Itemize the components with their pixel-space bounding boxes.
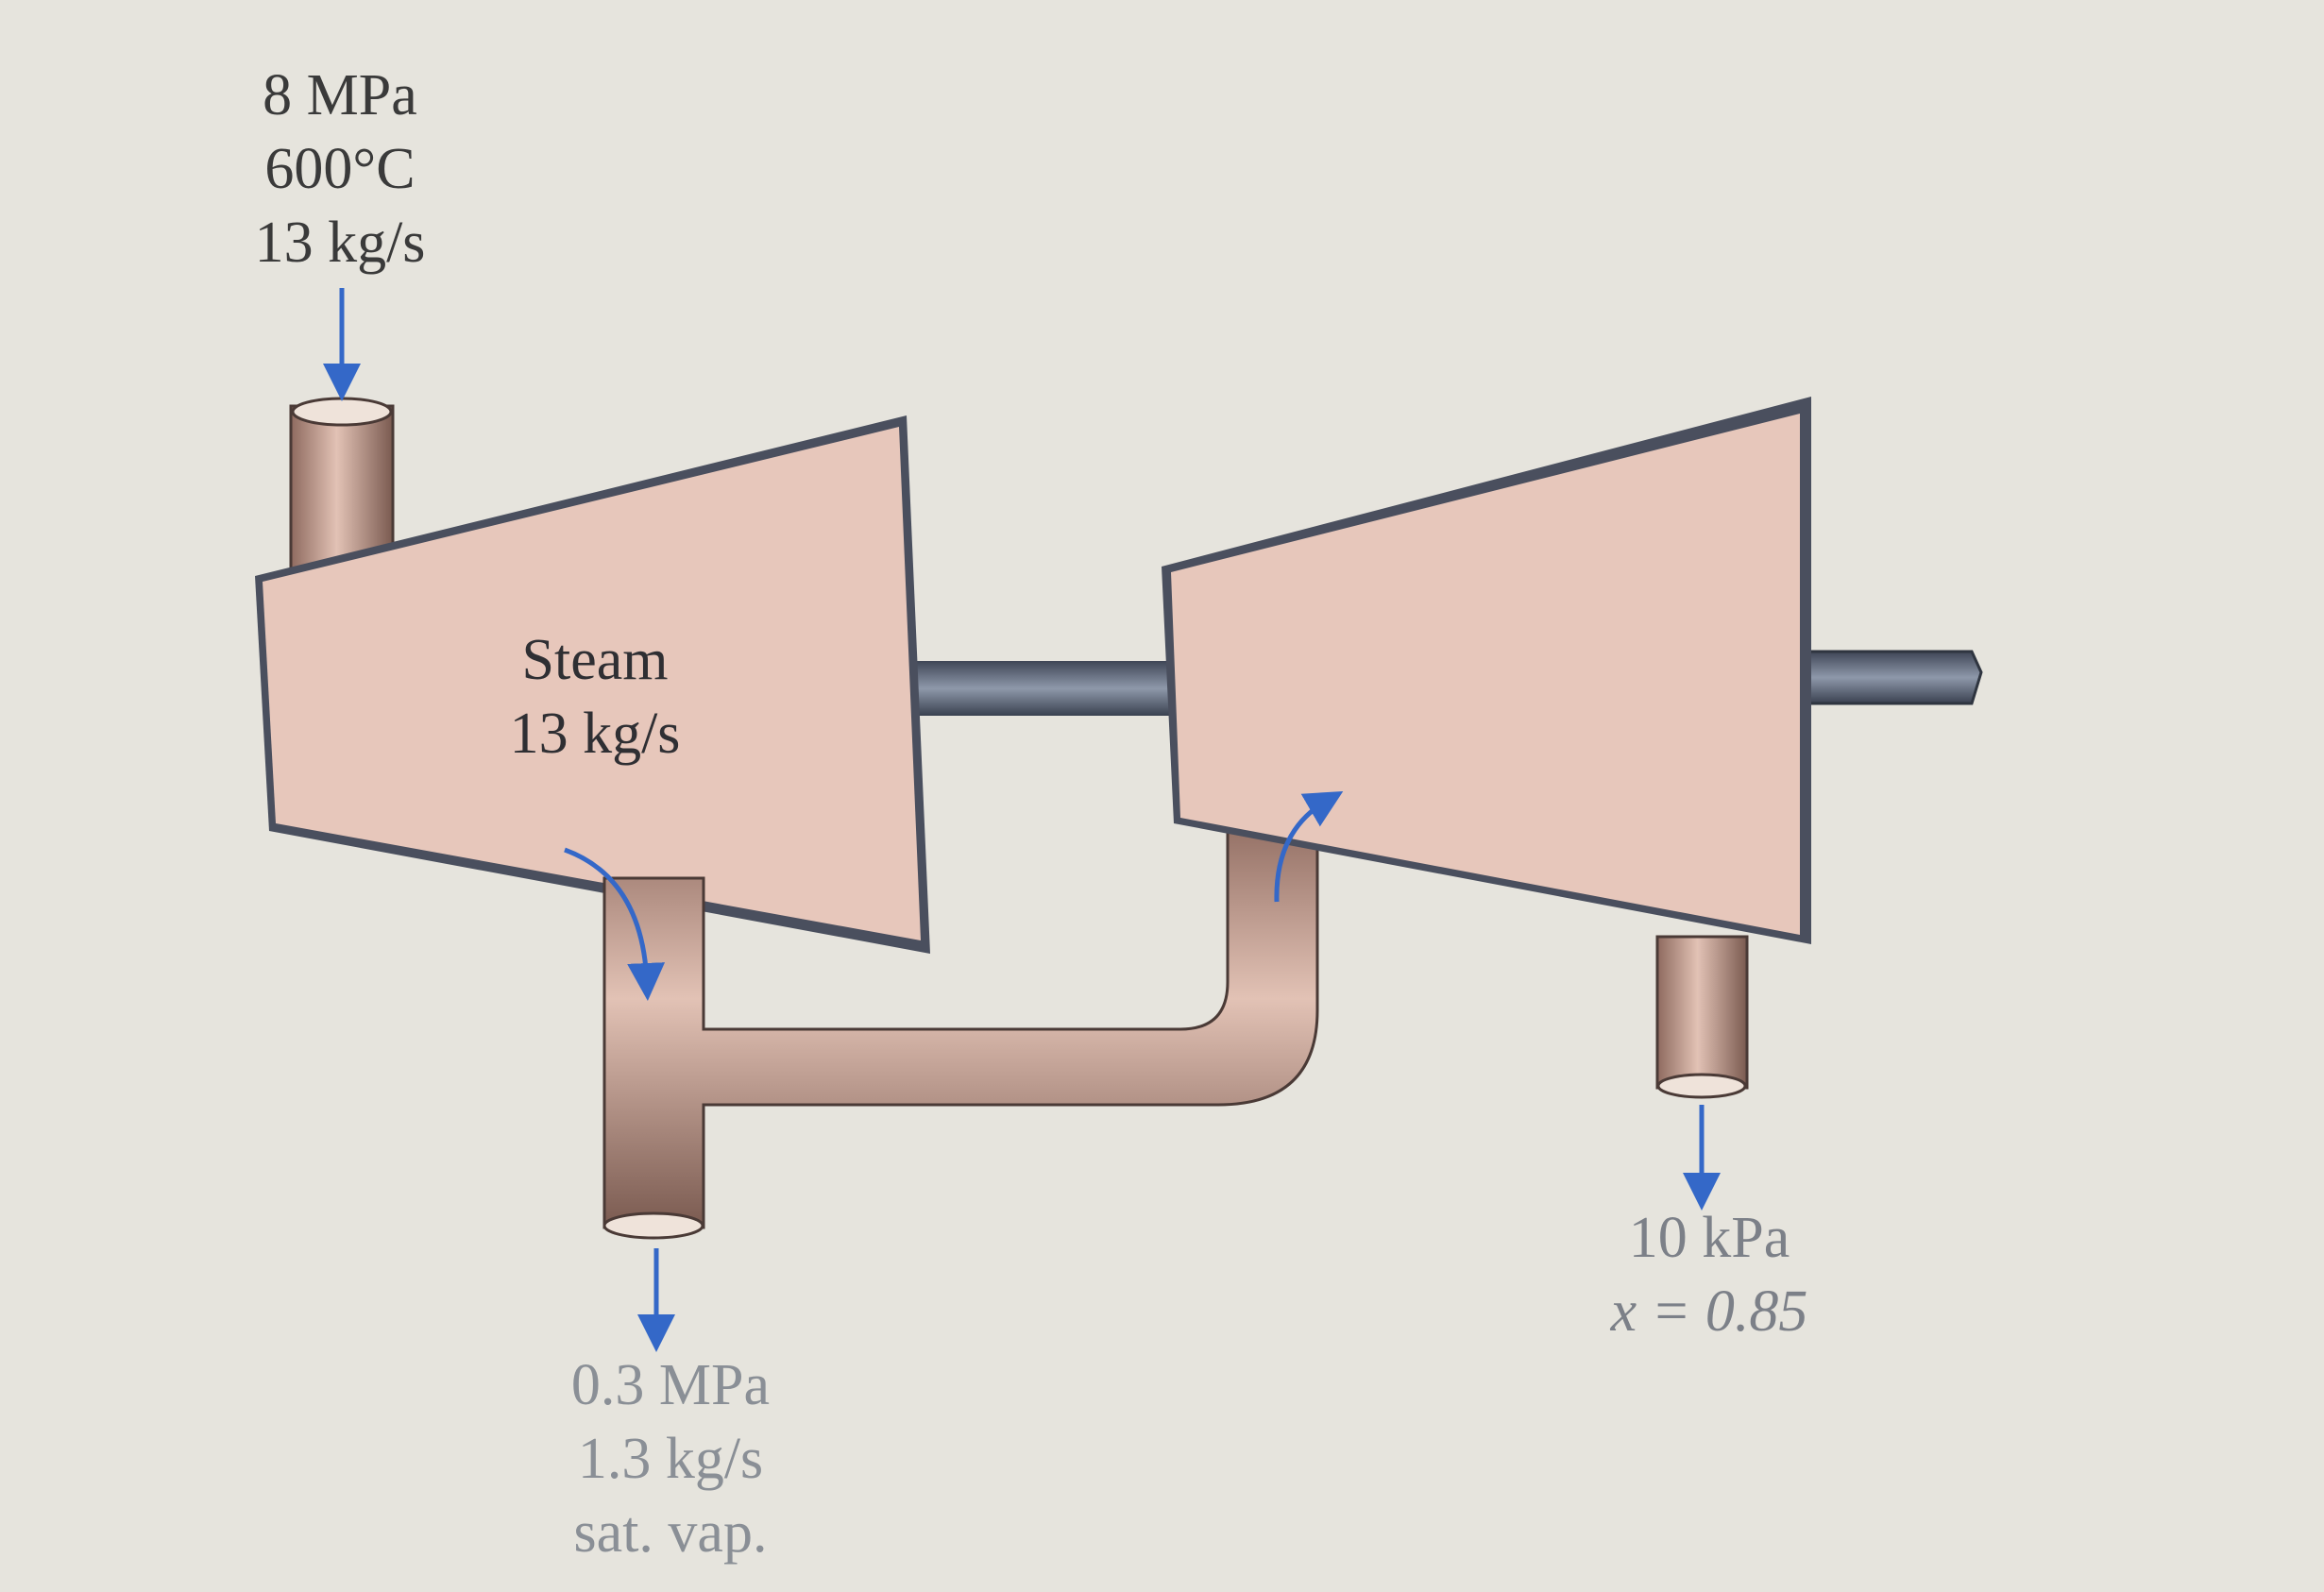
exhaust-pressure: 10 kPa [1628,1206,1790,1270]
inlet-pressure: 8 MPa [263,63,417,127]
shaft-segment-middle [916,661,1190,716]
exhaust-pipe [1655,935,1749,1090]
extraction-pressure: 0.3 MPa [570,1353,771,1417]
inlet-mass-flow: 13 kg/s [254,211,426,275]
exhaust-pipe-opening [1656,1073,1747,1099]
extraction-state: sat. vap. [573,1500,768,1565]
turbine-flow-label: Steam 13 kg/s [444,623,746,771]
extraction-pipe-opening [602,1211,704,1240]
inlet-conditions-label: 8 MPa 600°C 13 kg/s [189,59,491,279]
exhaust-quality: x = 0.85 [1610,1279,1808,1344]
extraction-mass-flow: 1.3 kg/s [577,1427,764,1491]
steam-label: Steam [521,628,669,692]
inlet-temperature: 600°C [264,137,416,201]
extraction-flow-arrow [564,847,666,1001]
hp-turbine-body [263,427,921,940]
extraction-conditions-label: 0.3 MPa 1.3 kg/s sat. vap. [529,1348,812,1569]
shaft-segment-right [1792,650,1983,705]
crossover-flow-arrow [1274,790,1344,903]
exhaust-conditions-label: 10 kPa x = 0.85 [1568,1201,1851,1348]
turbine-mass-flow: 13 kg/s [509,702,681,766]
crossover-pipe [602,810,1319,1229]
inlet-pipe-opening [291,397,393,427]
